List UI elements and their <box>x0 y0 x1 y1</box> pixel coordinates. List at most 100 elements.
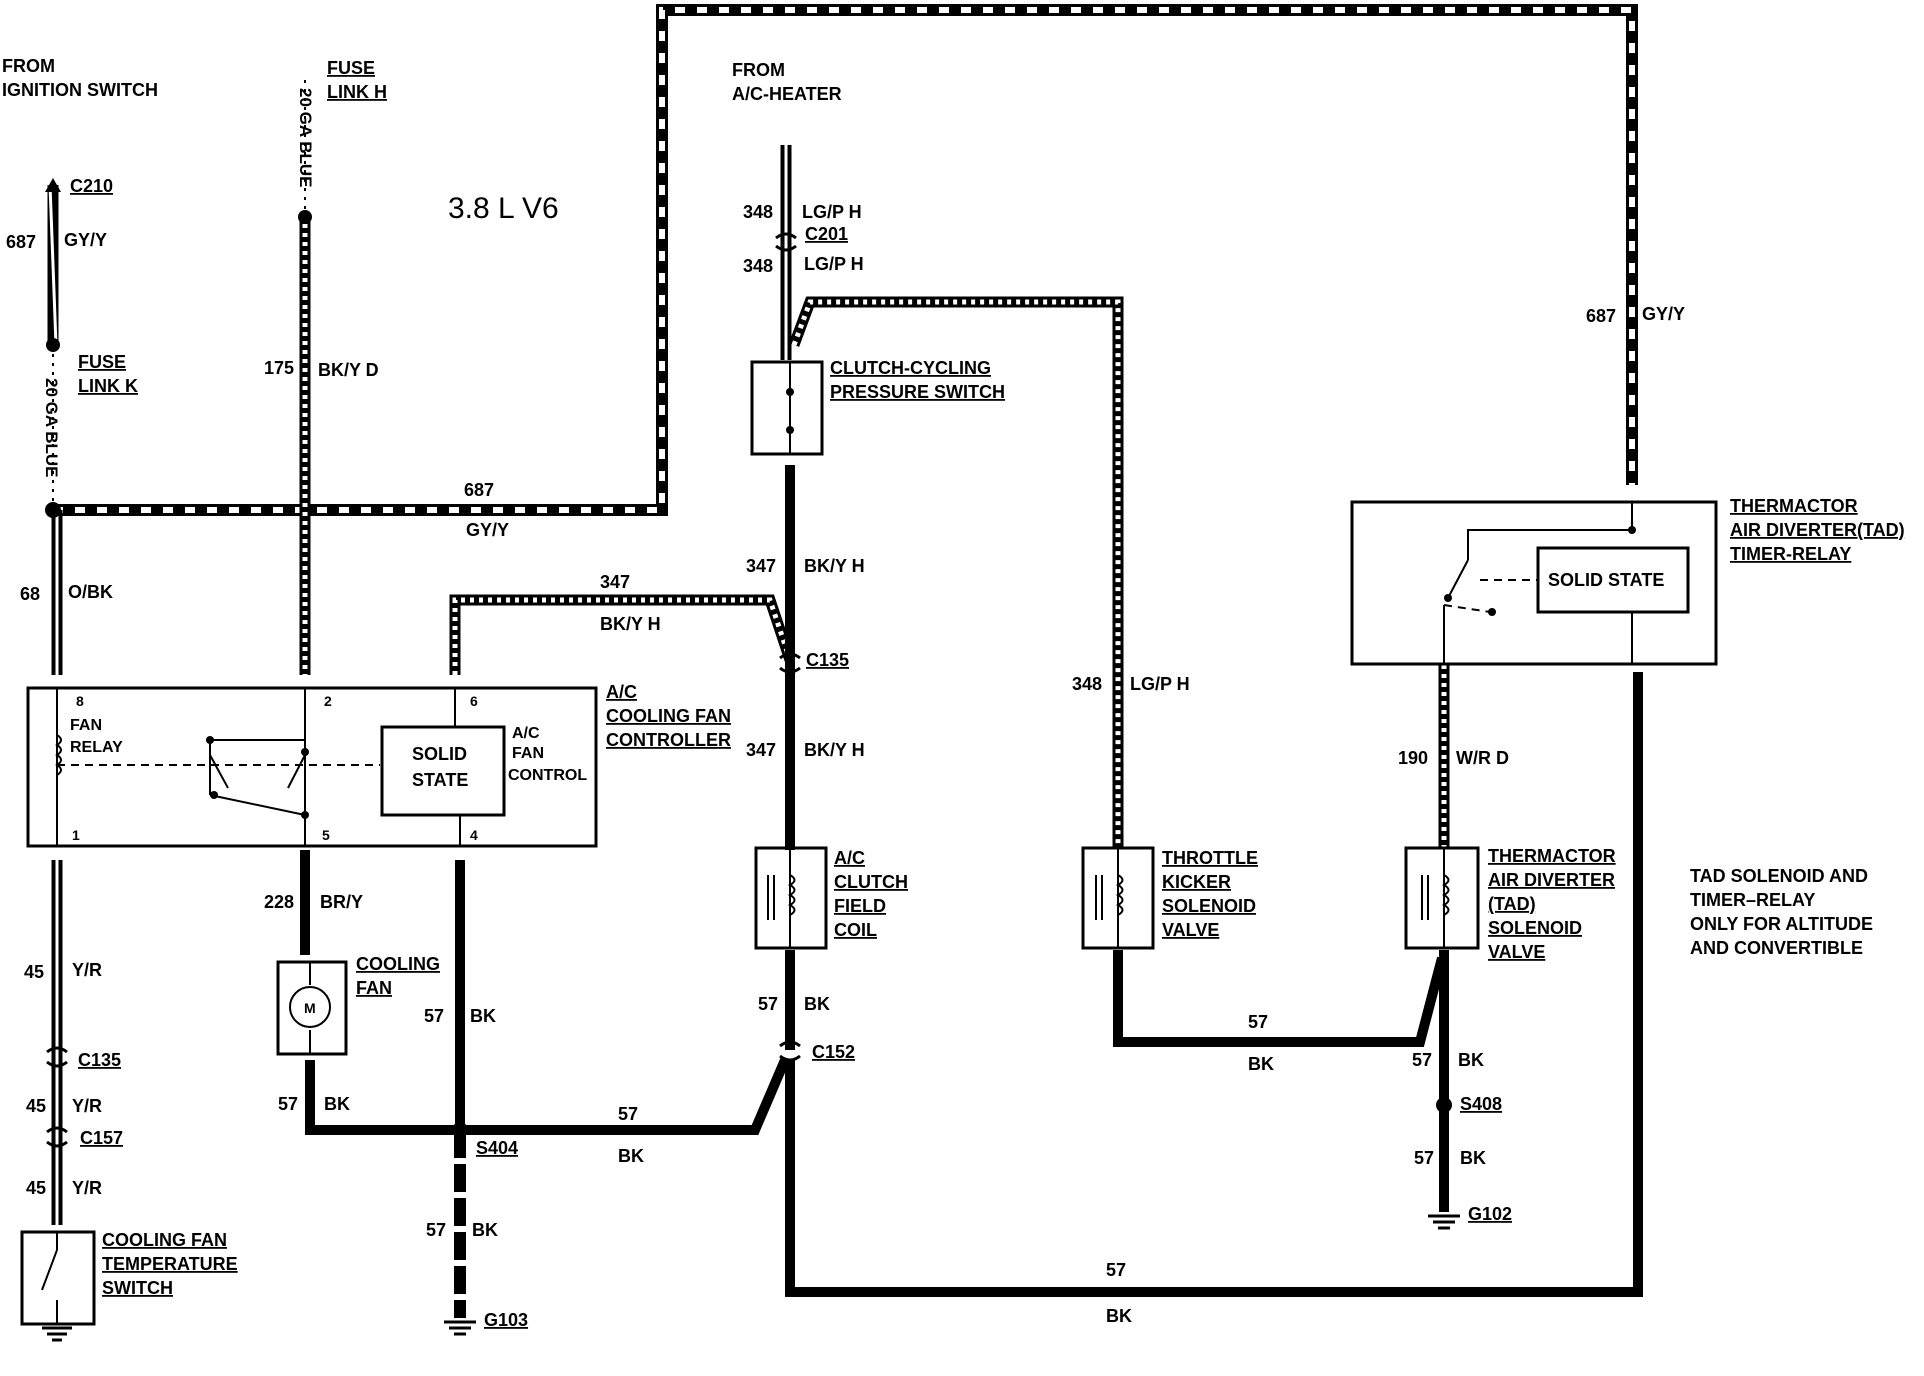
wire-45-c-num: 45 <box>26 1178 46 1198</box>
wire-57-fan-num: 57 <box>278 1094 298 1114</box>
wire-347-top-num: 347 <box>600 572 630 592</box>
wire-57-g103-num: 57 <box>426 1220 446 1240</box>
note-line2: TIMER–RELAY <box>1690 890 1815 910</box>
wire-57-s408a-num: 57 <box>1412 1050 1432 1070</box>
pin-1: 1 <box>72 827 80 843</box>
pin-6: 6 <box>470 693 478 709</box>
wire-348-c-num: 348 <box>1072 674 1102 694</box>
fuse-link-h-line1: FUSE <box>327 58 375 78</box>
cooling-fan-motor <box>276 960 348 1056</box>
wire-45-a-num: 45 <box>24 962 44 982</box>
wire-45-c-color: Y/R <box>72 1178 102 1198</box>
wire-348-a-num: 348 <box>743 202 773 222</box>
wire-687-main-num: 687 <box>464 480 494 500</box>
splice-s408 <box>1436 1097 1452 1113</box>
connector-c157 <box>46 1126 68 1148</box>
wire-57-bottom-num: 57 <box>1106 1260 1126 1280</box>
tad-relay-line1: THERMACTOR <box>1730 496 1858 516</box>
throttle-kicker-line2: KICKER <box>1162 872 1231 892</box>
note-line1: TAD SOLENOID AND <box>1690 866 1868 886</box>
temp-switch-line1: COOLING FAN <box>102 1230 227 1250</box>
wire-45-b-num: 45 <box>26 1096 46 1116</box>
tad-valve-line2: AIR DIVERTER <box>1488 870 1615 890</box>
clutch-coil-line3: FIELD <box>834 896 886 916</box>
wire-45-b-color: Y/R <box>72 1096 102 1116</box>
wire-57-ctrl-num: 57 <box>424 1006 444 1026</box>
throttle-kicker-line3: SOLENOID <box>1162 896 1256 916</box>
fan-relay-line2: RELAY <box>70 739 123 756</box>
fuse-link-k-line2: LINK K <box>78 376 138 396</box>
wire-57-clutch-color: BK <box>804 994 830 1014</box>
wire-57-g103-color: BK <box>472 1220 498 1240</box>
wire-57-fan <box>305 1060 460 1135</box>
wire-348-branch <box>788 296 1124 848</box>
ground-g102-icon <box>1428 1214 1460 1230</box>
wire-347-vert-color: BK/Y H <box>804 556 865 576</box>
temp-switch-line3: SWITCH <box>102 1278 173 1298</box>
source-ignition-line1: FROM <box>2 56 55 76</box>
cooling-fan-temperature-switch <box>20 1230 96 1326</box>
splice-s404-label: S404 <box>476 1138 518 1158</box>
cooling-fan-line1: COOLING <box>356 954 440 974</box>
connector-c210-label: C210 <box>70 176 113 196</box>
splice-687-left <box>45 210 312 518</box>
connector-c152 <box>779 1040 801 1062</box>
fuse-link-k-line1: FUSE <box>78 352 126 372</box>
wire-57-throttle <box>1113 950 1447 1047</box>
wire-190-num: 190 <box>1398 748 1428 768</box>
connector-c135-top-label: C135 <box>806 650 849 670</box>
tad-relay-line3: TIMER-RELAY <box>1730 544 1851 564</box>
wire-68-num: 68 <box>20 584 40 604</box>
cooling-fan-controller <box>26 686 598 848</box>
connector-c210 <box>45 178 61 192</box>
wire-347-low-color: BK/Y H <box>804 740 865 760</box>
source-ac-heater-line2: A/C-HEATER <box>732 84 842 104</box>
connector-c135-top <box>779 652 801 674</box>
motor-label: M <box>304 1000 316 1016</box>
wire-57-mid <box>460 1058 790 1135</box>
solid-state-line1: SOLID <box>412 744 467 764</box>
tad-valve-line3: (TAD) <box>1488 894 1536 914</box>
cooling-fan-line2: FAN <box>356 978 392 998</box>
relay-coil-icon <box>55 734 62 776</box>
wire-57-ctrl-color: BK <box>470 1006 496 1026</box>
wire-190-color: W/R D <box>1456 748 1509 768</box>
controller-label-line3: CONTROLLER <box>606 730 731 750</box>
wire-57-mid-num: 57 <box>618 1104 638 1124</box>
wire-687-left-num: 687 <box>6 232 36 252</box>
ground-switch-icon <box>42 1326 72 1342</box>
throttle-kicker-solenoid-valve <box>1081 846 1155 950</box>
source-ac-heater-line1: FROM <box>732 60 785 80</box>
tad-solid-state: SOLID STATE <box>1548 570 1664 590</box>
wire-68-color: O/BK <box>68 582 113 602</box>
motor-icon <box>289 986 331 1028</box>
switch-contact-icon <box>287 754 306 789</box>
wire-687-main-color: GY/Y <box>466 520 509 540</box>
tad-valve-line5: VALVE <box>1488 942 1545 962</box>
ground-g103-label: G103 <box>484 1310 528 1330</box>
clutch-coil-line2: CLUTCH <box>834 872 908 892</box>
wire-57-throttle-color: BK <box>1248 1054 1274 1074</box>
ground-g102-label: G102 <box>1468 1204 1512 1224</box>
solid-state-line2: STATE <box>412 770 468 790</box>
wire-57-clutch-num: 57 <box>758 994 778 1014</box>
clutch-switch-line1: CLUTCH-CYCLING <box>830 358 991 378</box>
wire-57-s408b-num: 57 <box>1414 1148 1434 1168</box>
tad-valve-line4: SOLENOID <box>1488 918 1582 938</box>
connector-c152-label: C152 <box>812 1042 855 1062</box>
engine-title: 3.8 L V6 <box>448 192 559 225</box>
coil-icon <box>1115 874 1124 916</box>
wire-228-num: 228 <box>264 892 294 912</box>
clutch-cycling-pressure-switch <box>750 360 824 456</box>
ac-fan-control-line1: A/C <box>512 725 540 742</box>
pin-5: 5 <box>322 827 330 843</box>
wire-57-bottom-color: BK <box>1106 1306 1132 1326</box>
clutch-coil-line4: COIL <box>834 920 877 940</box>
fan-relay-line1: FAN <box>70 717 102 734</box>
pin-8: 8 <box>76 693 84 709</box>
ac-fan-control-line3: CONTROL <box>508 767 587 784</box>
connector-c135-left <box>46 1046 68 1068</box>
ac-clutch-field-coil <box>754 846 828 950</box>
wire-687-right-color: GY/Y <box>1642 304 1685 324</box>
